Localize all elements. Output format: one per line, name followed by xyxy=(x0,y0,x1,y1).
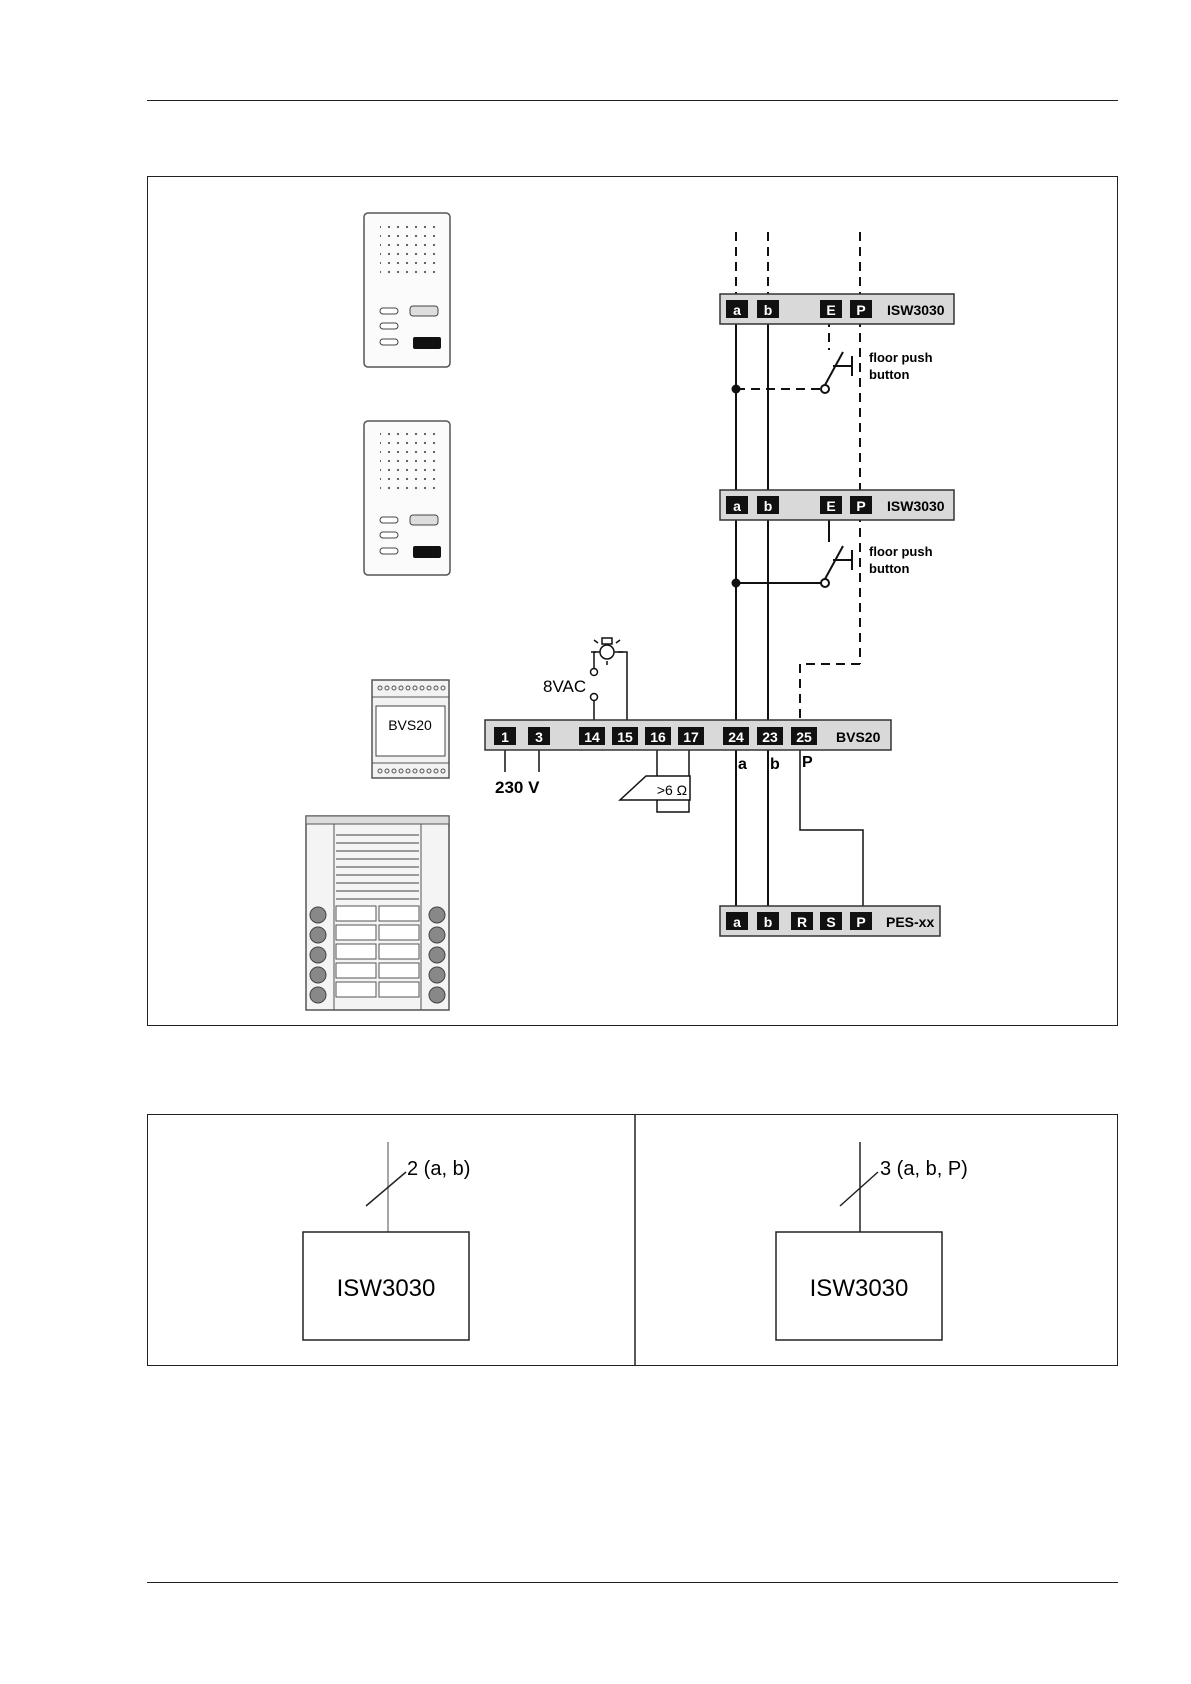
legend-right-box: ISW3030 xyxy=(810,1275,909,1302)
bus-label-b: b xyxy=(770,756,780,773)
pes-terminal-b: b xyxy=(764,914,773,930)
isw-mid-terminal-e: E xyxy=(826,498,835,514)
indoor-station-1-icon xyxy=(364,213,450,367)
isw-top-terminal-b: b xyxy=(764,302,773,318)
lamp-icon xyxy=(591,638,623,665)
isw-top-terminal-p: P xyxy=(856,302,865,318)
legend-left-wires: 2 (a, b) xyxy=(407,1158,470,1180)
indoor-station-2-icon xyxy=(364,421,450,575)
bvs-terminal-24: 24 xyxy=(728,729,744,745)
isw-top-terminal-e: E xyxy=(826,302,835,318)
bvs20-module-label: BVS20 xyxy=(388,717,432,733)
floor-push-button-mid-icon xyxy=(736,514,852,587)
bvs-terminal-3: 3 xyxy=(535,729,543,745)
lamp-voltage-label: 8VAC xyxy=(543,677,586,696)
isw-mid-terminal-b: b xyxy=(764,498,773,514)
bvs-terminal-23: 23 xyxy=(762,729,778,745)
isw-mid-name: ISW3030 xyxy=(887,498,945,514)
floor-button-mid-label-2: button xyxy=(869,561,909,576)
junction-mid xyxy=(732,579,741,588)
bvs-terminal-25: 25 xyxy=(796,729,812,745)
isw-top-terminal-a: a xyxy=(733,302,741,318)
pes-name: PES-xx xyxy=(886,914,934,930)
bvs-terminal-17: 17 xyxy=(683,729,699,745)
door-station-icon xyxy=(306,816,449,1010)
bvs-terminal-16: 16 xyxy=(650,729,666,745)
bvs-terminal-1: 1 xyxy=(501,729,509,745)
pes-terminal-r: R xyxy=(797,914,807,930)
floor-push-button-top-icon xyxy=(821,352,852,393)
bvs-terminal-14: 14 xyxy=(584,729,600,745)
floor-button-top-label-2: button xyxy=(869,367,909,382)
junction-top xyxy=(732,385,741,394)
pes-terminal-p: P xyxy=(856,914,865,930)
lamp-contacts xyxy=(591,669,598,701)
isw-mid-terminal-p: P xyxy=(856,498,865,514)
bvs-name: BVS20 xyxy=(836,729,881,745)
legend-left-box: ISW3030 xyxy=(337,1275,436,1302)
floor-button-mid-label-1: floor push xyxy=(869,544,933,559)
mains-voltage-label: 230 V xyxy=(495,778,540,797)
floor-button-top-label-1: floor push xyxy=(869,350,933,365)
isw-mid-terminal-a: a xyxy=(733,498,741,514)
pes-terminal-a: a xyxy=(733,914,741,930)
pes-terminal-s: S xyxy=(826,914,835,930)
bvs-terminal-15: 15 xyxy=(617,729,633,745)
resistance-label: >6 Ω xyxy=(657,782,687,798)
bus-label-a: a xyxy=(738,756,747,773)
bus-label-p: P xyxy=(802,754,813,771)
isw-top-name: ISW3030 xyxy=(887,302,945,318)
legend-right-wires: 3 (a, b, P) xyxy=(880,1158,968,1180)
bus-wires xyxy=(736,318,768,906)
